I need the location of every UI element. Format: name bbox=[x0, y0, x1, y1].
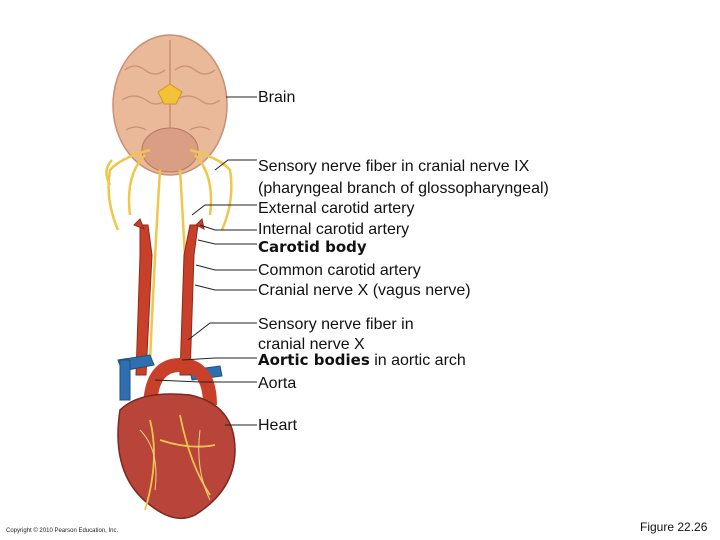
brain-illustration bbox=[112, 34, 228, 176]
label-sensory-fiber-ix-line1: Sensory nerve fiber in cranial nerve IX bbox=[258, 158, 530, 175]
label-sensory-fiber-x-line1: Sensory nerve fiber in bbox=[258, 316, 414, 333]
label-common-carotid-artery: Common carotid artery bbox=[258, 262, 421, 279]
label-aortic-bodies: Aortic bodies in aortic arch bbox=[258, 350, 466, 371]
carotid-arteries bbox=[133, 217, 205, 376]
aortic-arch bbox=[143, 357, 217, 411]
leader-lines bbox=[154, 96, 257, 426]
label-brain: Brain bbox=[258, 89, 296, 106]
figure-number: Figure 22.26 bbox=[640, 520, 708, 534]
label-aortic-bodies-rest: in aortic arch bbox=[369, 352, 466, 369]
label-aortic-bodies-bold: Aortic bodies bbox=[258, 351, 370, 369]
label-external-carotid-artery: External carotid artery bbox=[258, 200, 415, 217]
label-vagus-nerve: Cranial nerve X (vagus nerve) bbox=[258, 282, 471, 299]
label-sensory-fiber-x-line2: cranial nerve X bbox=[258, 336, 365, 353]
label-carotid-body: Carotid body bbox=[258, 238, 367, 256]
copyright-notice: Copyright © 2010 Pearson Education, Inc. bbox=[6, 528, 119, 534]
nerve-paths bbox=[105, 148, 233, 361]
label-heart: Heart bbox=[258, 417, 298, 434]
heart-illustration bbox=[117, 393, 236, 520]
label-aorta: Aorta bbox=[258, 375, 297, 392]
label-internal-carotid-artery: Internal carotid artery bbox=[258, 221, 410, 238]
label-sensory-fiber-ix-line2: (pharyngeal branch of glossopharyngeal) bbox=[258, 180, 549, 197]
